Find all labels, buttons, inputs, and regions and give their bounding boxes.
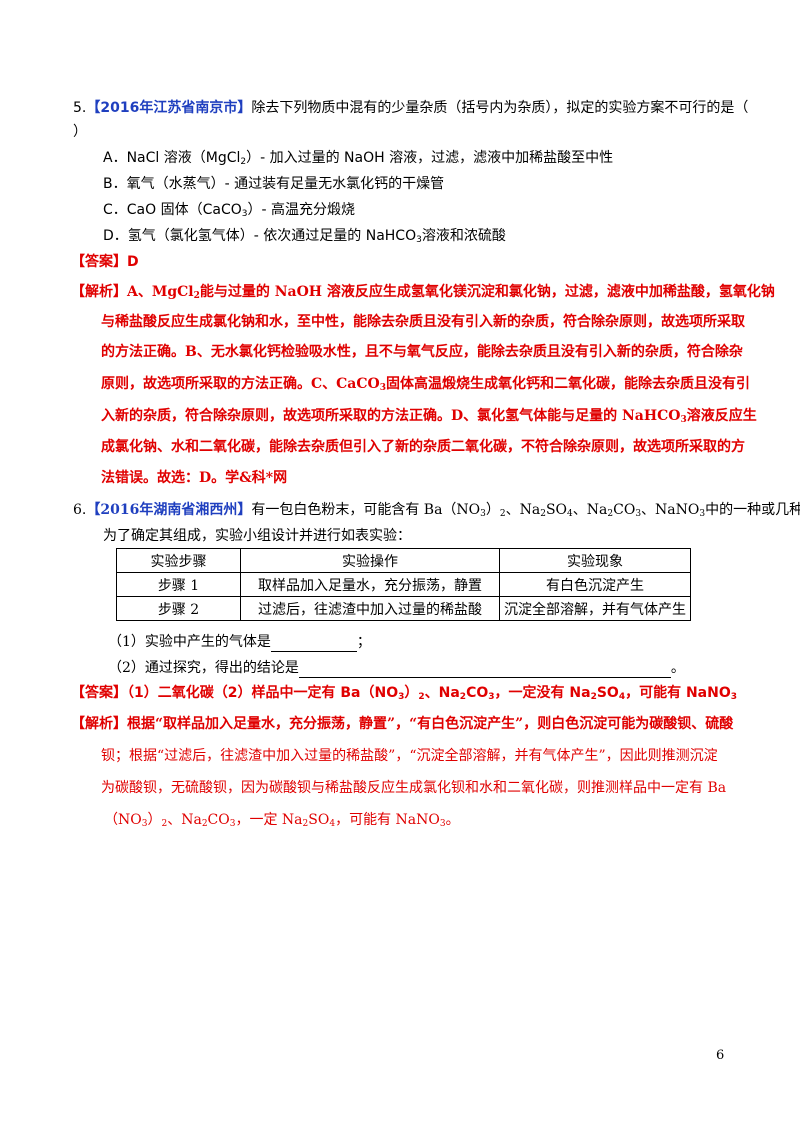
q6-stem-line-1: 6.【2016年湖南省湘西州】有一包白色粉末，可能含有 Ba（NO3）2、Na2… (73, 502, 800, 519)
q6-stem-line-2: 为了确定其组成，实验小组设计并进行如表实验： (103, 528, 411, 544)
q5-stem: 5.【2016年江苏省南京市】除去下列物质中混有的少量杂质（括号内为杂质），拟定… (73, 98, 748, 118)
q6-answer: 【答案】（1）二氧化碳（2）样品中一定有 Ba（NO3）2、Na2CO3，一定没… (71, 685, 737, 702)
table-cell: 取样品加入足量水，充分振荡，静置 (240, 572, 500, 597)
q6-sub-question-1: （1）实验中产生的气体是； (108, 634, 371, 652)
table-cell: 过滤后，往滤渣中加入过量的稀盐酸 (240, 596, 500, 621)
q5-analysis-line-3: 的方法正确。B、无水氯化钙检验吸水性，且不与氧气反应，能除去杂质且没有引入新的杂… (101, 344, 743, 360)
q5-option-a: A．NaCl 溶液（MgCl2）- 加入过量的 NaOH 溶液，过滤，滤液中加稀… (103, 150, 614, 167)
q6-analysis-line-2: 钡；根据“过滤后，往滤渣中加入过量的稀盐酸”，“沉淀全部溶解，并有气体产生”，因… (101, 748, 718, 764)
q5-analysis-line-7: 法错误。故选：D。学&科*网 (101, 470, 288, 486)
q5-source: 【2016年江苏省南京市】 (86, 100, 252, 116)
table-cell: 步骤 2 (116, 596, 241, 621)
q5-option-c: C．CaO 固体（CaCO3）- 高温充分煅烧 (103, 202, 355, 219)
q5-analysis-line-2: 与稀盐酸反应生成氯化钠和水，至中性，能除去杂质且没有引入新的杂质，符合除杂原则，… (101, 314, 745, 330)
q5-stem-end: ） (73, 124, 87, 140)
q6-analysis-line-4: （NO3）2、Na2CO3，一定 Na2SO4，可能有 NaNO3。 (104, 812, 460, 829)
table-header-cell: 实验步骤 (116, 548, 241, 573)
table-row: 步骤 1 取样品加入足量水，充分振荡，静置 有白色沉淀产生 (116, 572, 691, 597)
table-row: 步骤 2 过滤后，往滤渣中加入过量的稀盐酸 沉淀全部溶解，并有气体产生 (116, 596, 691, 621)
q5-analysis-line-4: 原则，故选项所采取的方法正确。C、CaCO3固体高温煅烧生成氧化钙和二氧化碳，能… (101, 376, 750, 393)
q5-answer: 【答案】D (71, 254, 139, 270)
q5-option-d: D．氢气（氯化氢气体）- 依次通过足量的 NaHCO3溶液和浓硫酸 (103, 228, 506, 245)
answer-blank-2[interactable] (298, 663, 671, 678)
q5-number: 5. (73, 100, 87, 116)
q5-analysis-line-5: 入新的杂质，符合除杂原则，故选项所采取的方法正确。D、氯化氢气体能与足量的 Na… (101, 408, 757, 425)
q6-analysis-line-3: 为碳酸钡，无硫酸钡，因为碳酸钡与稀盐酸反应生成氯化钡和水和二氧化碳，则推测样品中… (101, 780, 727, 796)
table-header-cell: 实验操作 (240, 548, 500, 573)
page-number: 6 (716, 1048, 725, 1063)
q6-sub-question-2: （2）通过探究，得出的结论是。 (108, 660, 685, 678)
table-cell: 沉淀全部溶解，并有气体产生 (499, 596, 691, 621)
answer-blank-1[interactable] (270, 637, 357, 652)
q5-analysis-line-6: 成氯化钠、水和二氧化碳，能除去杂质但引入了新的杂质二氧化碳，不符合除杂原则，故选… (101, 439, 745, 455)
q6-number: 6. (73, 502, 87, 518)
table-header-row: 实验步骤 实验操作 实验现象 (116, 548, 691, 573)
q6-source: 【2016年湖南省湘西州】 (86, 502, 252, 518)
table-header-cell: 实验现象 (499, 548, 691, 573)
table-cell: 有白色沉淀产生 (499, 572, 691, 597)
table-cell: 步骤 1 (116, 572, 241, 597)
experiment-table: 实验步骤 实验操作 实验现象 步骤 1 取样品加入足量水，充分振荡，静置 有白色… (116, 548, 691, 621)
q6-analysis-line-1: 【解析】根据“取样品加入足量水，充分振荡，静置”，“有白色沉淀产生”，则白色沉淀… (71, 716, 734, 732)
q5-stem-text: 除去下列物质中混有的少量杂质（括号内为杂质），拟定的实验方案不可行的是（ (251, 100, 749, 116)
q5-analysis-line-1: 【解析】A、MgCl2能与过量的 NaOH 溶液反应生成氢氧化镁沉淀和氯化钠，过… (71, 284, 775, 301)
q5-option-b: B．氧气（水蒸气）- 通过装有足量无水氯化钙的干燥管 (103, 176, 445, 192)
